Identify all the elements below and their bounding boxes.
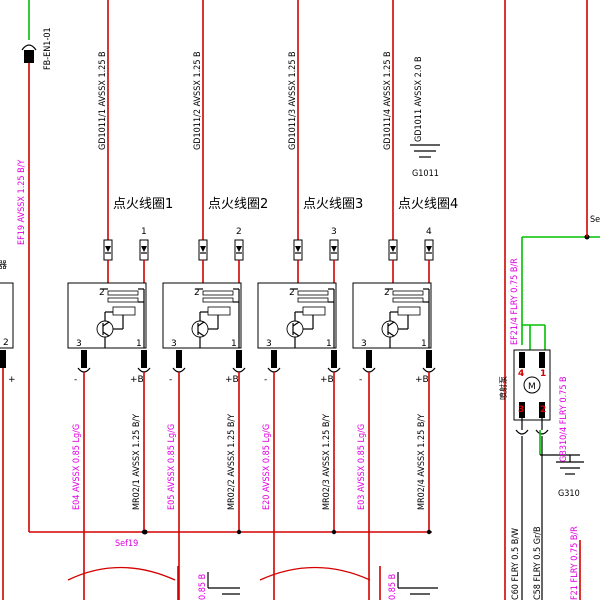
coil-minus: - (169, 375, 172, 385)
connector-plug-icon (24, 50, 34, 63)
transistor-icon (286, 320, 304, 338)
ground-g1011: GD1011 AVSSX 2.0 B G1011 (410, 56, 440, 179)
coil-top-pin: 2 (236, 227, 242, 237)
coil-plus: +B (225, 375, 239, 385)
coil-plus: +B (320, 375, 334, 385)
coil-output-label-right: MR02/4 AVSSX 1.25 B/Y (417, 414, 427, 510)
coil-top-pin: 1 (141, 227, 147, 237)
coil-title: 点火线圈1 (113, 197, 173, 212)
coil-pin-2: 2 (384, 288, 390, 298)
coil-supply-label: GD1011/1 AVSSX 1.25 B (98, 51, 108, 150)
motor-pin-4: 4 (518, 369, 524, 379)
left-partial-pin: 2 (3, 338, 9, 348)
motor-icon (523, 376, 541, 394)
bottom-small-1: 0.85 B (198, 574, 208, 600)
coil-pin-3: 3 (361, 339, 367, 349)
coil-output-label-left: E03 AVSSX 0.85 Lg/G (357, 424, 367, 510)
coil-minus: - (359, 375, 362, 385)
coil-minus: - (264, 375, 267, 385)
coil-pin-1: 1 (136, 339, 142, 349)
bottom-wire-c60: C60 FLRY 0.5 B/W (511, 528, 521, 600)
transistor-icon (96, 320, 114, 338)
coil-output-label-right: MR02/1 AVSSX 1.25 B/Y (132, 414, 142, 510)
motor-supply-label: EF21/4 FLRY 0.75 B/R (510, 258, 520, 345)
bottom-small-2: 0.85 B (388, 574, 398, 600)
coil-output-label-right: MR02/3 AVSSX 1.25 B/Y (322, 414, 332, 510)
coil-pin-2: 2 (289, 288, 295, 298)
ignition-coil-3: GD1011/3 AVSSX 1.25 B 点火线圈3 3 2 3 1 - +B E20 AVS… (257, 0, 363, 600)
left-wire-label: EF19 AVSSX 1.25 B/Y (17, 160, 27, 245)
ignition-coil-1: GD1011/1 AVSSX 1.25 B 点火线圈1 1 2 3 1 - +B E04 AVS… (67, 0, 173, 600)
motor-ground-label: G310 (558, 489, 580, 499)
coil-output-label-left: E05 AVSSX 0.85 Lg/G (167, 424, 177, 510)
coil-output-label-left: E20 AVSSX 0.85 Lg/G (262, 424, 272, 510)
ignition-coil-2: GD1011/2 AVSSX 1.25 B 点火线圈2 2 2 3 1 - +B E05 AVS… (162, 0, 268, 600)
motor-pin-1: 1 (540, 369, 546, 379)
coil-pin-1: 1 (421, 339, 427, 349)
ignition-coil-4: GD1011/4 AVSSX 1.25 B 点火线圈4 4 2 3 1 - +B E03 AVS… (352, 0, 458, 600)
motor-symbol: M (528, 382, 536, 392)
connector-label: FB-EN1-01 (43, 27, 53, 70)
coil-pin-1: 1 (231, 339, 237, 349)
coil-pin-1: 1 (326, 339, 332, 349)
transistor-icon (191, 320, 209, 338)
right-splice-label: Se (590, 215, 600, 225)
motor-pin-3: 3 (518, 405, 524, 415)
coil-output-label-left: E04 AVSSX 0.85 Lg/G (72, 424, 82, 510)
coil-pin-3: 3 (266, 339, 272, 349)
bottom-wire-c58: C58 FLRY 0.5 Gr/B (533, 526, 543, 600)
coil-supply-label: GD1011/4 AVSSX 1.25 B (383, 51, 393, 150)
coil-top-pin: 3 (331, 227, 337, 237)
coil-minus: - (74, 375, 77, 385)
coil-plus: +B (415, 375, 429, 385)
transistor-icon (381, 320, 399, 338)
coil-pin-3: 3 (76, 339, 82, 349)
bottom-wire-f21: F21 FLRY 0.75 B/R (570, 526, 580, 600)
ground-wire-label: GD1011 AVSSX 2.0 B (414, 56, 424, 142)
motor-ground-wire: GB310/4 FLRY 0.75 B (559, 376, 569, 462)
ground-label: G1011 (412, 169, 439, 179)
left-partial-coil: 2 + 器 (0, 260, 16, 600)
coil-plus: +B (130, 375, 144, 385)
coil-title: 点火线圈3 (303, 197, 363, 212)
splice-label: Sef19 (115, 539, 138, 549)
left-supply: FB-EN1-01 EF19 AVSSX 1.25 B/Y Sef19 (17, 0, 432, 549)
coil-top-pin: 4 (426, 227, 432, 237)
coil-supply-label: GD1011/3 AVSSX 1.25 B (288, 51, 298, 150)
coil-supply-label: GD1011/2 AVSSX 1.25 B (193, 51, 203, 150)
coil-title: 点火线圈4 (398, 197, 458, 212)
motor-box (513, 349, 551, 421)
right-section: Se EF21/4 FLRY 0.75 B/R M 4 1 3 2 喷射泵 GB… (498, 0, 600, 600)
motor-pin-2: 2 (540, 405, 546, 415)
coil-title: 点火线圈2 (208, 197, 268, 212)
ignition-coils: GD1011/1 AVSSX 1.25 B 点火线圈1 1 2 3 1 - +B E04 AVS… (67, 0, 458, 600)
coil-pin-3: 3 (171, 339, 177, 349)
coil-output-label-right: MR02/2 AVSSX 1.25 B/Y (227, 414, 237, 510)
bottom-partials: 0.85 B 0.85 B (67, 566, 438, 600)
coil-pin-2: 2 (99, 288, 105, 298)
motor-title: 喷射泵 (498, 376, 508, 400)
coil-pin-2: 2 (194, 288, 200, 298)
left-partial-title: 器 (0, 260, 7, 271)
left-partial-plus: + (8, 375, 16, 385)
